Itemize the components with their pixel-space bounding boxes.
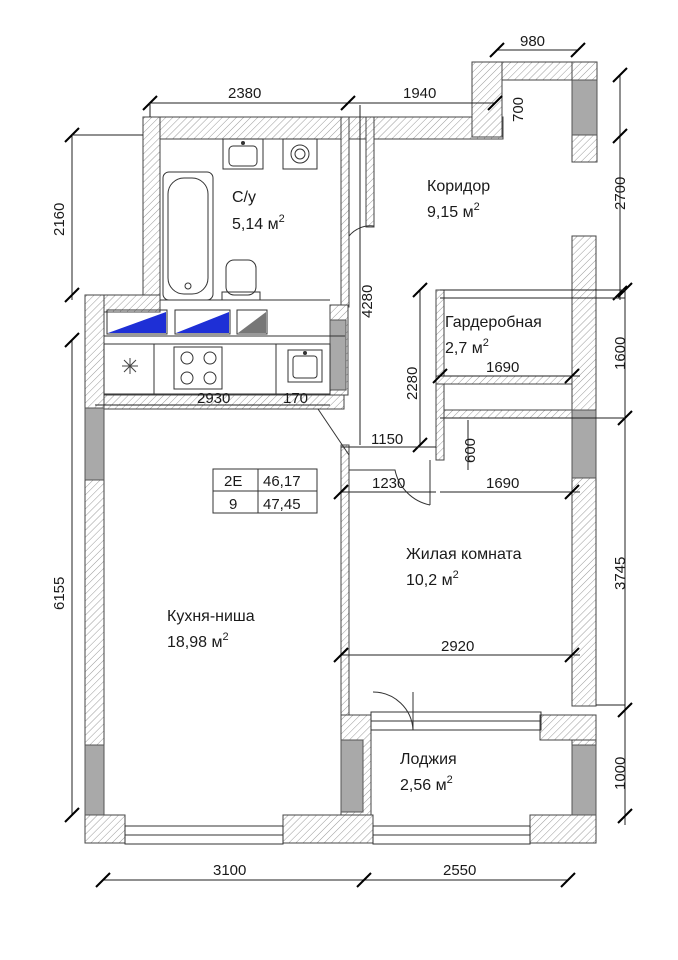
fridge-icon bbox=[122, 358, 138, 374]
dim-3745: 3745 bbox=[612, 557, 629, 590]
wall-loggia-rt bbox=[539, 714, 597, 741]
dimension-labels: 2380 1940 980 700 2700 2160 4280 2280 16… bbox=[51, 33, 629, 879]
vent-panel-3 bbox=[236, 309, 268, 335]
columns bbox=[84, 79, 598, 816]
washing-machine bbox=[282, 138, 318, 170]
area-with-loggia: 47,45 bbox=[263, 496, 301, 513]
dim-2550: 2550 bbox=[443, 862, 476, 879]
room-labels: С/у 5,14 м2 Коридор 9,15 м2 Гардеробная … bbox=[167, 178, 542, 794]
doors bbox=[317, 190, 431, 731]
column-shaft bbox=[329, 319, 347, 391]
dimension-lines bbox=[64, 42, 633, 888]
toilet bbox=[225, 259, 257, 296]
wall-wardrobe-low bbox=[443, 409, 573, 419]
dim-1940: 1940 bbox=[403, 85, 436, 102]
kitchen-counter bbox=[103, 343, 331, 395]
kitchen-sink bbox=[287, 349, 323, 383]
column-right-mid bbox=[571, 409, 597, 479]
column-loggia-right bbox=[571, 744, 597, 816]
dim-2930: 2930 bbox=[197, 390, 230, 407]
column-loggia-left bbox=[340, 739, 364, 813]
dim-2160: 2160 bbox=[51, 203, 68, 236]
bathroom-sink bbox=[222, 138, 264, 170]
wall-bath-right bbox=[340, 116, 350, 308]
room-name-bathroom: С/у bbox=[232, 189, 256, 206]
dim-1230: 1230 bbox=[372, 475, 405, 492]
windows bbox=[124, 711, 542, 845]
door-living bbox=[349, 469, 431, 506]
info-table: 2E 46,17 9 47,45 bbox=[212, 468, 318, 514]
dim-2920: 2920 bbox=[441, 638, 474, 655]
room-name-loggia: Лоджия bbox=[400, 751, 457, 768]
wall-notch-left bbox=[471, 61, 503, 138]
wall-bottom-right bbox=[529, 814, 597, 844]
room-area-corridor: 9,15 м2 bbox=[427, 201, 480, 221]
dim-1000: 1000 bbox=[612, 757, 629, 790]
wall-wardrobe-mid bbox=[435, 375, 573, 385]
wall-bottom-left bbox=[84, 814, 126, 844]
vent-panel-1 bbox=[106, 309, 168, 335]
wall-bottom-mid bbox=[282, 814, 374, 844]
fixtures bbox=[103, 138, 345, 395]
wall-corr-left bbox=[365, 116, 375, 228]
walls bbox=[84, 61, 598, 844]
dim-2700: 2700 bbox=[612, 177, 629, 210]
total-area: 46,17 bbox=[263, 473, 301, 490]
dim-2280: 2280 bbox=[404, 367, 421, 400]
wall-top-bathroom bbox=[142, 116, 504, 140]
room-area-bathroom: 5,14 м2 bbox=[232, 213, 285, 233]
column-top-right bbox=[571, 79, 598, 136]
room-name-corridor: Коридор bbox=[427, 178, 490, 195]
floor-number: 9 bbox=[229, 496, 237, 513]
wall-left-bathroom bbox=[142, 116, 161, 313]
room-name-kitchen: Кухня-ниша bbox=[167, 608, 255, 625]
room-area-loggia: 2,56 м2 bbox=[400, 774, 453, 794]
dim-1690-upper: 1690 bbox=[486, 359, 519, 376]
bathtub bbox=[162, 171, 214, 301]
dim-6155: 6155 bbox=[51, 577, 68, 610]
dim-170: 170 bbox=[283, 390, 308, 407]
room-name-living: Жилая комната bbox=[406, 546, 522, 563]
room-area-living: 10,2 м2 bbox=[406, 569, 459, 589]
dim-600: 600 bbox=[462, 438, 479, 463]
dim-980: 980 bbox=[520, 33, 545, 50]
column-left-upper bbox=[84, 407, 105, 481]
column-left-lower bbox=[84, 744, 105, 816]
dim-4280: 4280 bbox=[359, 285, 376, 318]
vent-panel-2 bbox=[174, 309, 231, 335]
apartment-type: 2E bbox=[224, 473, 242, 490]
room-area-wardrobe: 2,7 м2 bbox=[445, 337, 489, 357]
stove bbox=[173, 346, 223, 390]
dim-700: 700 bbox=[510, 97, 527, 122]
dim-3100: 3100 bbox=[213, 862, 246, 879]
room-name-wardrobe: Гардеробная bbox=[445, 314, 542, 331]
door-kitchen-arc bbox=[317, 408, 350, 456]
room-area-kitchen: 18,98 м2 bbox=[167, 631, 229, 651]
door-loggia-swing bbox=[372, 691, 414, 731]
dim-1150: 1150 bbox=[371, 431, 403, 448]
dim-2380: 2380 bbox=[228, 85, 261, 102]
dim-1690-lower: 1690 bbox=[486, 475, 519, 492]
dim-1600: 1600 bbox=[612, 337, 629, 370]
